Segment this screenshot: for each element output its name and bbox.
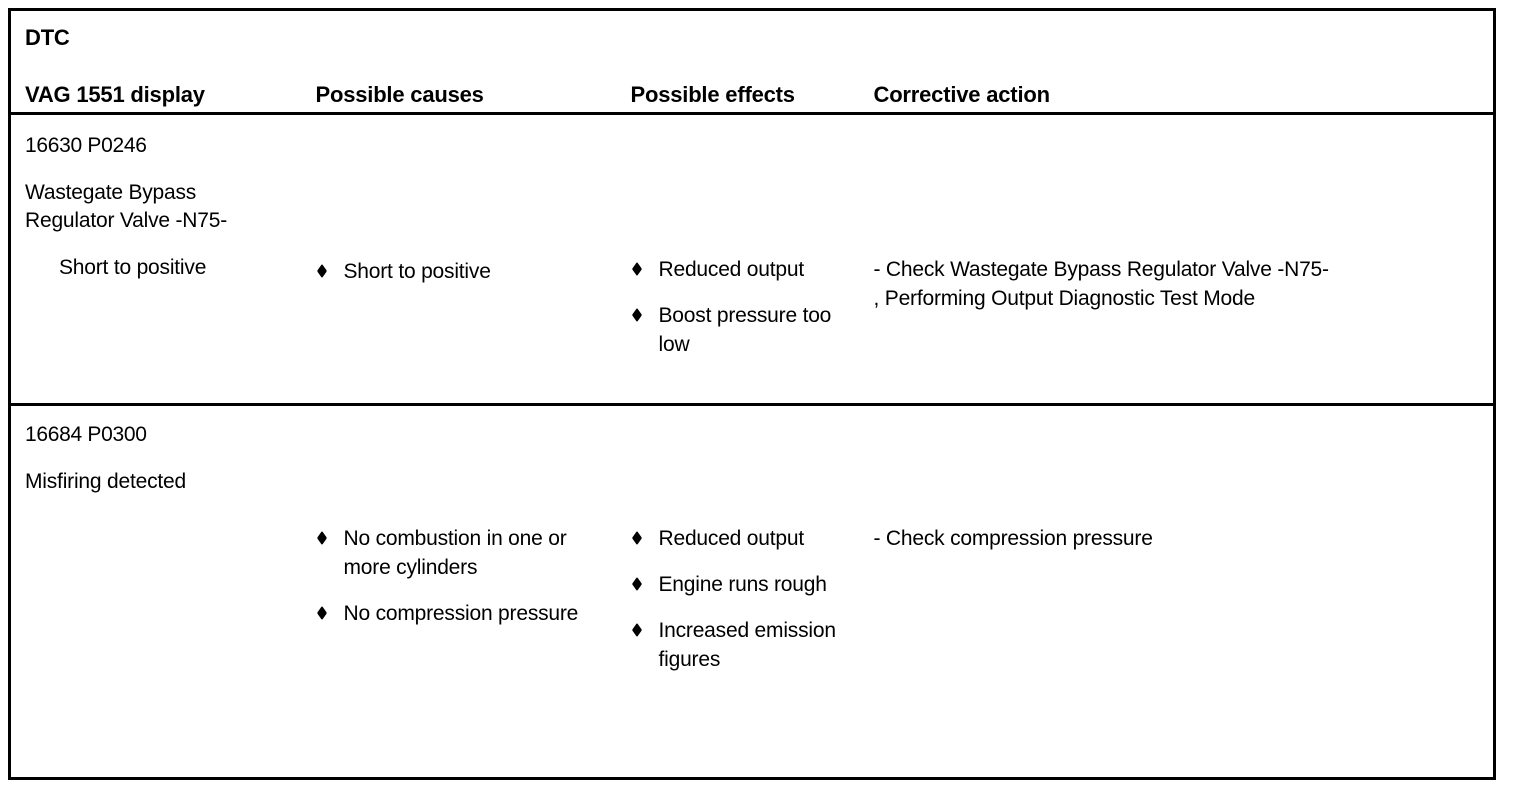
list-item: Short to positive — [316, 257, 607, 286]
diamond-bullet-icon — [316, 599, 329, 628]
corrective-action-text: - Check Wastegate Bypass Regulator Valve… — [873, 258, 1330, 310]
list-item: Engine runs rough — [631, 570, 850, 599]
header-label-dtc-line1: DTC — [25, 25, 70, 50]
diamond-bullet-icon — [316, 257, 329, 286]
header-cell-possible-effects: Possible effects — [616, 9, 860, 115]
dtc-code: 16684 P0300 — [25, 423, 147, 446]
header-cell-dtc: DTC VAG 1551 display — [9, 9, 302, 115]
cell-dtc-16684: 16684 P0300 Misfiring detected — [9, 404, 302, 779]
header-cell-corrective-action: Corrective action — [859, 9, 1495, 115]
list-item: Reduced output — [631, 255, 850, 284]
header-label-possible-effects: Possible effects — [630, 82, 796, 107]
list-item: Increased emission figures — [631, 616, 850, 674]
dtc-fault-table: DTC VAG 1551 display Possible causes Pos… — [8, 8, 1496, 780]
dtc-description-line-2: Regulator Valve -N75- — [25, 209, 228, 232]
diamond-bullet-icon — [631, 255, 644, 284]
list-item: No compression pressure — [316, 599, 607, 628]
dtc-sub-condition: Short to positive — [59, 256, 207, 279]
diamond-bullet-icon — [631, 301, 644, 330]
header-label-dtc-line2: VAG 1551 display — [25, 82, 205, 107]
possible-causes-list: Short to positive — [316, 257, 607, 286]
list-item-label: Increased emission figures — [658, 619, 837, 671]
diamond-bullet-icon — [631, 616, 644, 645]
dtc-description-line-1: Wastegate Bypass — [25, 181, 197, 204]
dtc-description-line-1: Misfiring detected — [25, 470, 186, 493]
diamond-bullet-icon — [631, 524, 644, 553]
list-item: No combustion in one or more cylinders — [316, 524, 607, 582]
header-label-possible-causes: Possible causes — [315, 82, 484, 107]
cell-possible-causes-16684: No combustion in one or more cylinders N… — [301, 404, 617, 779]
possible-effects-list: Reduced output Boost pressure too low — [631, 255, 850, 359]
list-item-label: No combustion in one or more cylinders — [343, 527, 567, 579]
cell-possible-causes-16630: Short to positive — [301, 113, 617, 406]
header-label-corrective-action: Corrective action — [873, 82, 1051, 107]
cell-corrective-action-16630: - Check Wastegate Bypass Regulator Valve… — [859, 113, 1495, 406]
possible-effects-list: Reduced output Engine runs rough Increas… — [631, 524, 850, 674]
table-row: 16630 P0246 Wastegate Bypass Regulator V… — [9, 113, 1495, 406]
list-item: Boost pressure too low — [631, 301, 850, 359]
list-item-label: Reduced output — [658, 527, 805, 550]
list-item-label: Boost pressure too low — [658, 304, 832, 356]
table-header-row: DTC VAG 1551 display Possible causes Pos… — [9, 9, 1495, 115]
diamond-bullet-icon — [316, 524, 329, 553]
cell-possible-effects-16684: Reduced output Engine runs rough Increas… — [616, 404, 860, 779]
cell-dtc-16630: 16630 P0246 Wastegate Bypass Regulator V… — [9, 113, 302, 406]
cell-corrective-action-16684: - Check compression pressure — [859, 404, 1495, 779]
list-item-label: Engine runs rough — [658, 573, 827, 596]
header-cell-possible-causes: Possible causes — [301, 9, 617, 115]
dtc-code: 16630 P0246 — [25, 134, 147, 157]
possible-causes-list: No combustion in one or more cylinders N… — [316, 524, 607, 628]
list-item: Reduced output — [631, 524, 850, 553]
corrective-action-text: - Check compression pressure — [873, 527, 1153, 550]
list-item-label: Reduced output — [658, 258, 805, 281]
diamond-bullet-icon — [631, 570, 644, 599]
cell-possible-effects-16630: Reduced output Boost pressure too low — [616, 113, 860, 406]
list-item-label: No compression pressure — [343, 602, 579, 625]
table-row: 16684 P0300 Misfiring detected No combus… — [9, 404, 1495, 779]
list-item-label: Short to positive — [343, 260, 491, 283]
